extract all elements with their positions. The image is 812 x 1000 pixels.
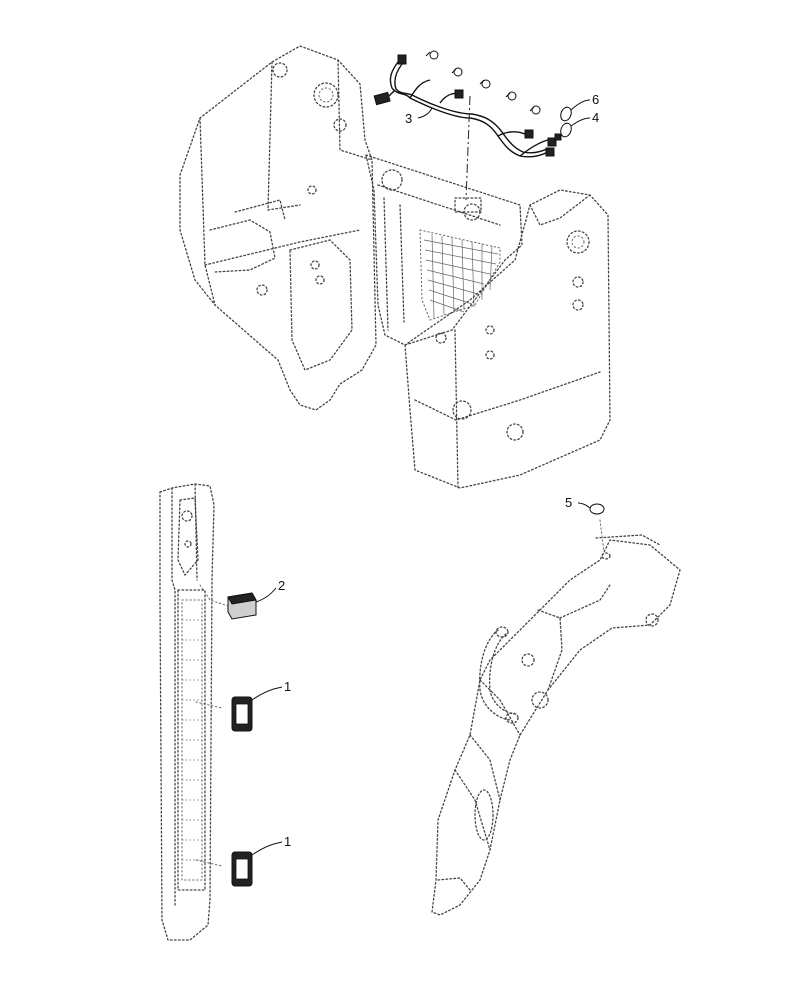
callout-3: 3	[405, 111, 412, 126]
rail-rungs	[182, 619, 202, 861]
plug-2	[227, 587, 277, 620]
connector-4	[554, 117, 591, 141]
callout-5: 5	[565, 495, 572, 510]
grommet-6	[560, 99, 591, 122]
bezel-1-upper	[231, 686, 283, 732]
grille-mesh	[423, 233, 499, 319]
callout-1a: 1	[284, 679, 291, 694]
loader-arm	[431, 519, 681, 916]
grommet-5	[577, 502, 605, 515]
callout-2: 2	[278, 578, 285, 593]
bezel-1-lower	[231, 841, 283, 887]
side-rail-panel	[159, 483, 229, 941]
callout-4: 4	[592, 110, 599, 125]
frame-assembly	[179, 45, 611, 489]
wire-harness	[373, 50, 557, 201]
callout-1b: 1	[284, 834, 291, 849]
callout-6: 6	[592, 92, 599, 107]
